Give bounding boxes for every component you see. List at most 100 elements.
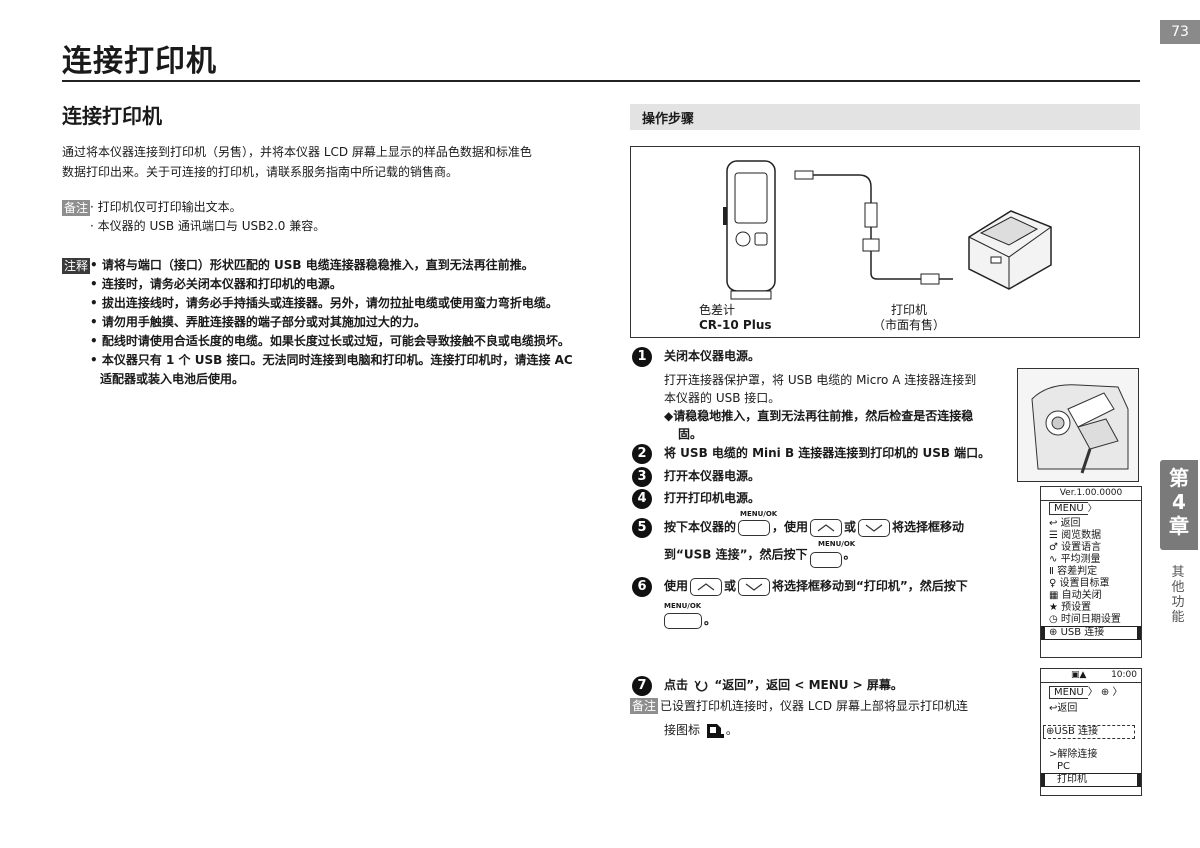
lcd-usb-icon: ⊕ [1049, 627, 1061, 638]
down-key [738, 577, 771, 596]
lcd-item-label: 阅览数据 [1061, 530, 1102, 541]
lcd-item-label: 设置语言 [1061, 542, 1102, 553]
lcd-back-icon: ↩ [1049, 703, 1058, 714]
lcd-item: ◷ 时间日期设置 [1041, 614, 1141, 626]
note-item: · 打印机仅可打印输出文本。 [90, 200, 242, 214]
step-number: 2 [632, 444, 652, 464]
lcd-menu-label: MENU [1049, 686, 1088, 699]
lcd-item: Ⅱ 容差判定 [1041, 566, 1141, 578]
step-body-line: 打开连接器保护罩，将 USB 电缆的 Micro A 连接器连接到 [664, 373, 977, 387]
lcd-usb-row: ⊕USB 连接 [1043, 725, 1135, 739]
up-arrow-icon [697, 582, 715, 590]
step-text-part: 或 [724, 579, 737, 593]
step-title: 打开本仪器电源。 [664, 469, 761, 483]
menu-ok-key [664, 612, 702, 629]
step-text-part: 。 [704, 613, 717, 627]
device-caption: 色差计 CR-10 Plus [699, 303, 799, 333]
lcd-item: ▦ 自动关闭 [1041, 590, 1141, 602]
step-title: 打开打印机电源。 [664, 491, 761, 505]
lcd-item: ♂ 设置语言 [1041, 542, 1141, 554]
menu-ok-key-label: MENU/OK [740, 510, 778, 518]
connection-figure: 色差计 CR-10 Plus 打印机 （市面有售） [630, 146, 1140, 338]
lcd-option: PC [1057, 761, 1071, 772]
lcd-item-selected: ⊕ USB 连接 [1041, 626, 1141, 640]
step-sub-line: ◆请稳稳地推入，直到无法再往前推，然后检查是否连接稳 [664, 409, 974, 423]
intro-line: 通过将本仪器连接到打印机（另售），并将本仪器 LCD 屏幕上显示的样品色数据和标… [62, 145, 532, 159]
step-text-part: 点击 [664, 678, 689, 692]
step-note-text: 接图标 [664, 723, 701, 737]
chapter-tab: 第 4 章 [1160, 460, 1198, 550]
lcd-time: 10:00 [1111, 670, 1137, 680]
lcd-item-label: 设置目标罩 [1059, 578, 1110, 589]
device-model: CR-10 Plus [699, 318, 772, 332]
lcd-item-label: 返回 [1060, 518, 1081, 529]
lcd-tolerance-icon: Ⅱ [1049, 566, 1058, 577]
note-tag: 备注 [630, 698, 659, 714]
lcd-status-bar: ▣▲ 10:00 [1041, 669, 1141, 683]
lcd-item: ∿ 平均测量 [1041, 554, 1141, 566]
down-arrow-icon [745, 583, 763, 591]
step-number: 4 [632, 489, 652, 509]
lcd-average-icon: ∿ [1049, 554, 1061, 565]
lcd-menu-label: MENU [1049, 502, 1088, 515]
printer-caption: 打印机 （市面有售） [849, 303, 969, 333]
step-text-part: 使用 [664, 579, 689, 593]
step-number: 6 [632, 577, 652, 597]
step-body-line: 本仪器的 USB 接口。 [664, 391, 781, 405]
lcd-option-selected: 打印机 [1041, 773, 1141, 787]
caution-tag: 注释 [62, 258, 91, 274]
step-number: 7 [632, 676, 652, 696]
menu-ok-key-label: MENU/OK [664, 602, 702, 610]
note-item: · 本仪器的 USB 通讯端口与 USB2.0 兼容。 [90, 219, 326, 233]
step-title: 关闭本仪器电源。 [664, 349, 761, 363]
step-text-part: 按下本仪器的 [664, 520, 737, 534]
usb-port-photo [1017, 368, 1139, 482]
note-block: 备注 · 打印机仅可打印输出文本。 · 本仪器的 USB 通讯端口与 USB2.… [62, 198, 582, 236]
caution-block: 注释 • 请将与端口（接口）形状匹配的 USB 电缆连接器稳稳推入，直到无法再往… [62, 256, 582, 389]
intro-line: 数据打印出来。关于可连接的打印机，请联系服务指南中所记载的销售商。 [62, 165, 459, 179]
step-title: 。 [664, 611, 716, 630]
printer-label: 打印机 [890, 303, 927, 317]
chapter-label: 第 [1169, 466, 1189, 490]
caution-item: • 连接时，请务必关闭本仪器和打印机的电源。 [90, 277, 342, 291]
caution-item: • 请勿用手触摸、弄脏连接器的端子部分或对其施加过大的力。 [90, 315, 426, 329]
step-text-part: 将选择框移动 [892, 520, 965, 534]
step-body: 打开连接器保护罩，将 USB 电缆的 Micro A 连接器连接到 本仪器的 U… [664, 371, 1009, 443]
down-arrow-icon [865, 524, 883, 532]
step-title: 到“USB 连接”，然后按下。 [664, 542, 856, 568]
step-sub-line: 固。 [678, 427, 703, 441]
lcd-back-icon: ↩ [1049, 518, 1061, 529]
step-note-line-2: 接图标 。 [630, 721, 1005, 740]
menu-ok-key [809, 552, 842, 568]
step7-note: 备注已设置打印机连接时，仪器 LCD 屏幕上部将显示打印机连 接图标 。 [630, 697, 1005, 740]
printer-connected-icon [706, 723, 724, 738]
section-title: 连接打印机 [62, 104, 162, 128]
lcd-usb-label: USB 连接 [1054, 726, 1099, 737]
step-number: 1 [632, 347, 652, 367]
lcd-menu-screen: Ver.1.00.0000 MENU〉 ↩ 返回 ☰ 阅览数据 ♂ 设置语言 ∿… [1040, 486, 1142, 658]
note-tag: 备注 [62, 200, 91, 216]
usb-port-illustration [1018, 369, 1138, 481]
menu-ok-key [738, 519, 771, 536]
step-text-part: ，使用 [772, 520, 809, 534]
step-title: 点击 “返回”，返回 < MENU > 屏幕。 [664, 676, 903, 695]
step-note-end: 。 [725, 723, 738, 737]
caution-list: • 请将与端口（接口）形状匹配的 USB 电缆连接器稳稳推入，直到无法再往前推。… [90, 256, 582, 389]
caution-item: • 本仪器只有 1 个 USB 接口。无法同时连接到电脑和打印机。连接打印机时，… [90, 353, 573, 386]
lcd-usb-icon: ⊕ [1046, 726, 1055, 737]
step-title: 按下本仪器的，使用或将选择框移动 [664, 518, 1004, 537]
page-title: 连接打印机 [62, 44, 217, 79]
chapter-label: 章 [1169, 514, 1189, 538]
steps-header: 操作步骤 [642, 112, 695, 127]
connection-diagram [723, 160, 1052, 300]
up-key [690, 577, 723, 596]
step-title: 使用或将选择框移动到“打印机”，然后按下 [664, 577, 968, 596]
back-arrow-icon [694, 680, 708, 692]
up-key [810, 518, 843, 537]
lcd-item-label: 自动关闭 [1061, 590, 1102, 601]
lcd-menu-tab: MENU〉 [1041, 502, 1141, 515]
up-arrow-icon [817, 523, 835, 531]
step-number: 3 [632, 467, 652, 487]
intro-paragraph: 通过将本仪器连接到打印机（另售），并将本仪器 LCD 屏幕上显示的样品色数据和标… [62, 142, 582, 182]
lcd-auto-off-icon: ▦ [1049, 590, 1062, 601]
